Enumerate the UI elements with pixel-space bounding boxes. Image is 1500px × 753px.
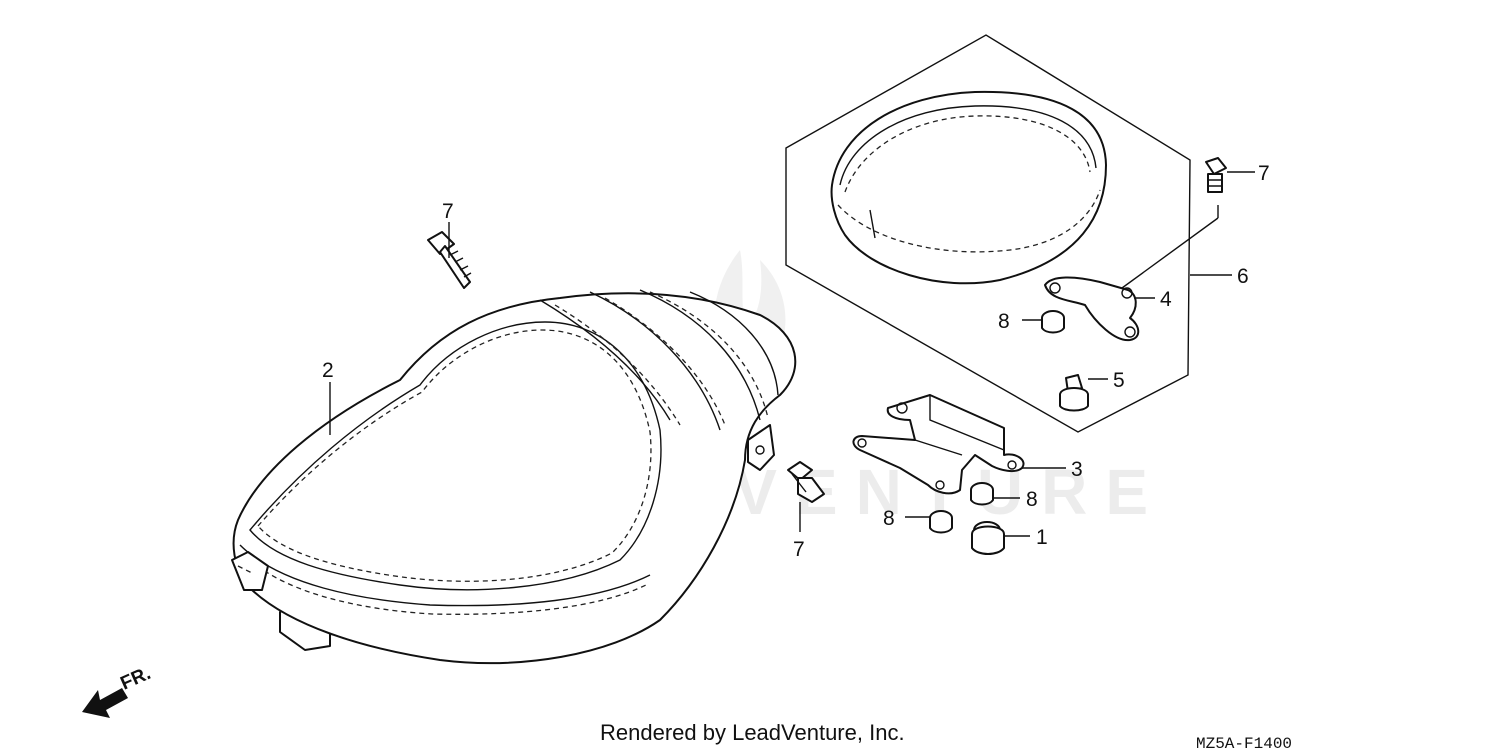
bolt-icon xyxy=(427,231,472,289)
callout-7: 7 xyxy=(1258,162,1270,185)
diagram-code: MZ5A-F1400 xyxy=(1196,735,1293,753)
mounting-plate xyxy=(1044,276,1140,342)
cushion-nut-icon xyxy=(971,521,1005,555)
callout-1: 1 xyxy=(1036,526,1048,549)
bolt-icon xyxy=(787,461,825,503)
callout-8: 8 xyxy=(883,507,895,530)
front-indicator: FR. xyxy=(117,663,154,695)
callout-6: 6 xyxy=(1237,265,1249,288)
pillion-seat xyxy=(830,90,1107,285)
leader-lines xyxy=(329,171,1255,537)
nut-icon xyxy=(929,510,953,534)
callout-4: 4 xyxy=(1160,288,1172,311)
nut-icon xyxy=(1041,310,1065,334)
rubber-stop-icon xyxy=(1059,374,1089,412)
front-arrow-icon xyxy=(82,688,128,718)
callout-5: 5 xyxy=(1113,369,1125,392)
nut-icon xyxy=(970,482,994,506)
callout-3: 3 xyxy=(1071,458,1083,481)
bolt-icon xyxy=(1205,157,1227,193)
callout-2: 2 xyxy=(322,359,334,382)
callout-7: 7 xyxy=(793,538,805,561)
footer-credit: Rendered by LeadVenture, Inc. xyxy=(600,720,905,745)
seat-bracket xyxy=(852,394,1025,495)
callout-8: 8 xyxy=(998,310,1010,333)
callout-8: 8 xyxy=(1026,488,1038,511)
main-seat xyxy=(231,289,797,665)
pillion-assembly-outline xyxy=(785,34,1191,433)
callout-7: 7 xyxy=(442,200,454,223)
